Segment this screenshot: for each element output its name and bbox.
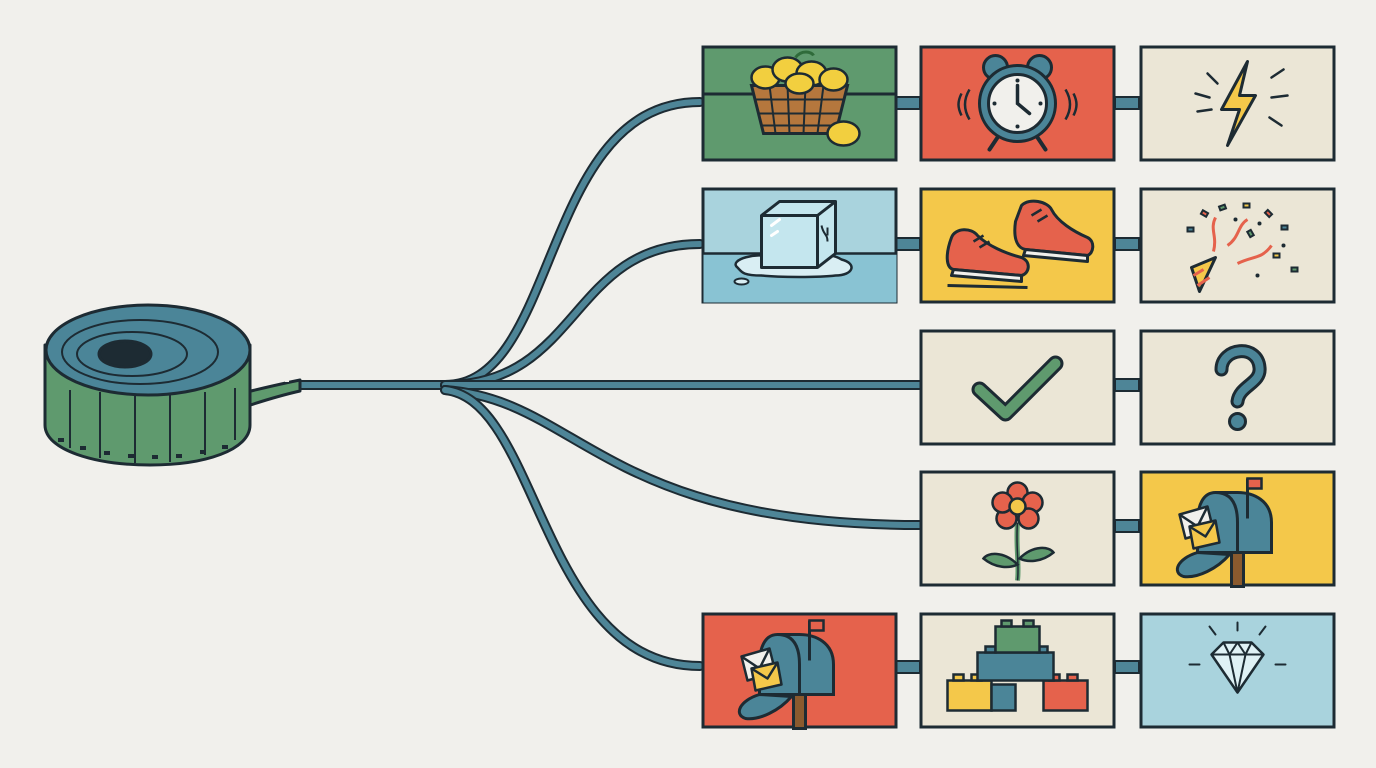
panel-grid xyxy=(701,45,1336,730)
flower-icon xyxy=(981,481,1056,581)
mailbox-icon xyxy=(737,619,835,730)
panel-r4-c3 xyxy=(1139,470,1336,588)
branch-to-row-2 xyxy=(440,239,705,390)
branch-to-row-5 xyxy=(440,385,705,671)
party-popper-confetti-icon xyxy=(1186,202,1299,293)
panel-r1-c2 xyxy=(919,45,1116,162)
question-mark-icon xyxy=(1214,344,1267,431)
branch-to-row-1 xyxy=(440,97,705,390)
panel-frame xyxy=(919,329,1116,446)
panel-r3-c3 xyxy=(1139,329,1336,446)
lemon-basket-icon xyxy=(703,50,897,147)
panel-r2-c2 xyxy=(919,187,1116,304)
panel-frame xyxy=(1139,187,1336,304)
panel-r5-c1 xyxy=(701,612,898,730)
alarm-clock-icon xyxy=(957,54,1078,152)
panel-r5-c3 xyxy=(1139,612,1336,729)
panel-r2-c1 xyxy=(701,187,898,304)
panel-r5-c2 xyxy=(919,612,1116,729)
diamond-icon xyxy=(1188,621,1287,694)
panel-r2-c3 xyxy=(1139,187,1336,304)
running-shoes-icon xyxy=(945,199,1095,289)
panel-r3-c2 xyxy=(919,329,1116,446)
branch-to-row-4 xyxy=(440,385,925,530)
melting-ice-cube-icon xyxy=(703,200,897,303)
panel-r1-c3 xyxy=(1139,45,1336,162)
lightning-bolt-icon xyxy=(1194,60,1289,147)
panel-r1-c1 xyxy=(701,45,898,162)
toy-bricks-icon xyxy=(946,619,1089,712)
film-reel-icon xyxy=(43,303,302,467)
panel-r4-c2 xyxy=(919,470,1116,587)
checkmark-icon xyxy=(971,355,1064,422)
mailbox-icon xyxy=(1175,477,1273,588)
